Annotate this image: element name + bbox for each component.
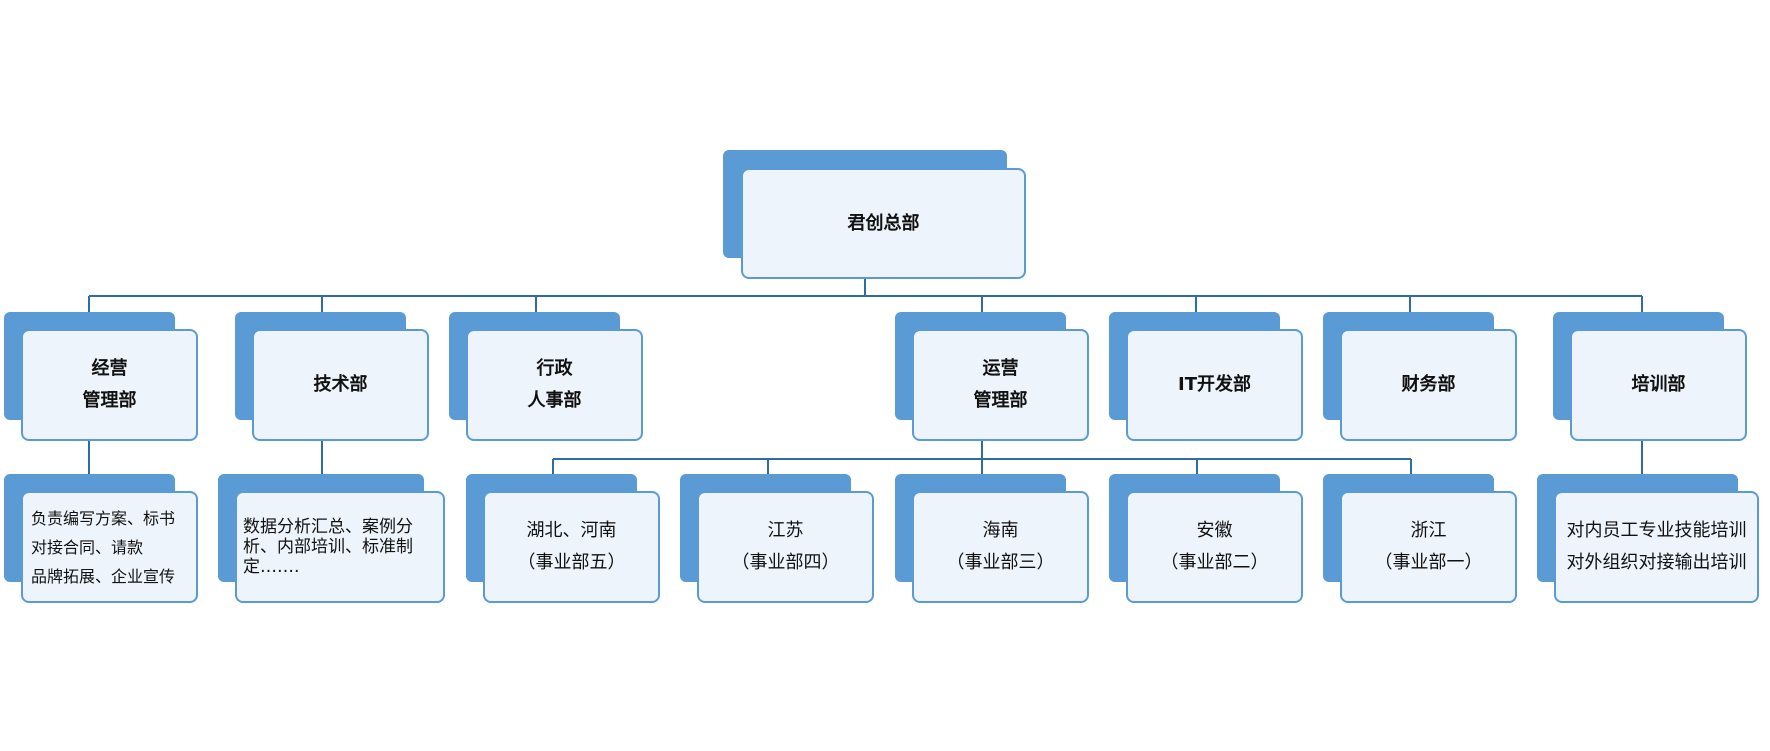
unit-division: （事业部二）	[1160, 552, 1269, 573]
unit-division: （事业部四）	[731, 552, 840, 573]
unit-division: （事业部三）	[946, 552, 1055, 573]
unit-region: 湖北、河南	[526, 520, 617, 541]
dept-label-line1: 行政	[536, 358, 573, 379]
dept-label-line2: 管理部	[973, 390, 1028, 411]
dept-label: 财务部	[1401, 374, 1456, 395]
unit-region: 浙江	[1410, 520, 1447, 541]
unit-region: 安徽	[1196, 520, 1233, 541]
unit-division: （事业部五）	[517, 552, 626, 573]
unit-region: 江苏	[767, 520, 804, 541]
dept-label-line1: 运营	[982, 358, 1019, 379]
dept-label: 培训部	[1631, 374, 1686, 395]
dept-label-line2: 人事部	[527, 390, 582, 411]
duty-text: 数据分析汇总、案例分析、内部培训、标准制定…….	[243, 517, 413, 577]
duty-line: 品牌拓展、企业宣传	[31, 566, 176, 586]
duty-line: 负责编写方案、标书	[31, 508, 176, 528]
dept-label-line1: 经营	[91, 358, 128, 379]
dept-label: 技术部	[313, 374, 368, 395]
duty-line: 对外组织对接输出培训	[1566, 552, 1747, 573]
unit-division: （事业部一）	[1374, 552, 1483, 573]
unit-region: 海南	[982, 520, 1019, 541]
root-label: 君创总部	[847, 212, 920, 234]
dept-label-line2: 管理部	[82, 390, 137, 411]
dept-label: IT开发部	[1178, 374, 1251, 395]
duty-line: 对内员工专业技能培训	[1566, 520, 1747, 541]
duty-line: 对接合同、请款	[31, 537, 144, 557]
